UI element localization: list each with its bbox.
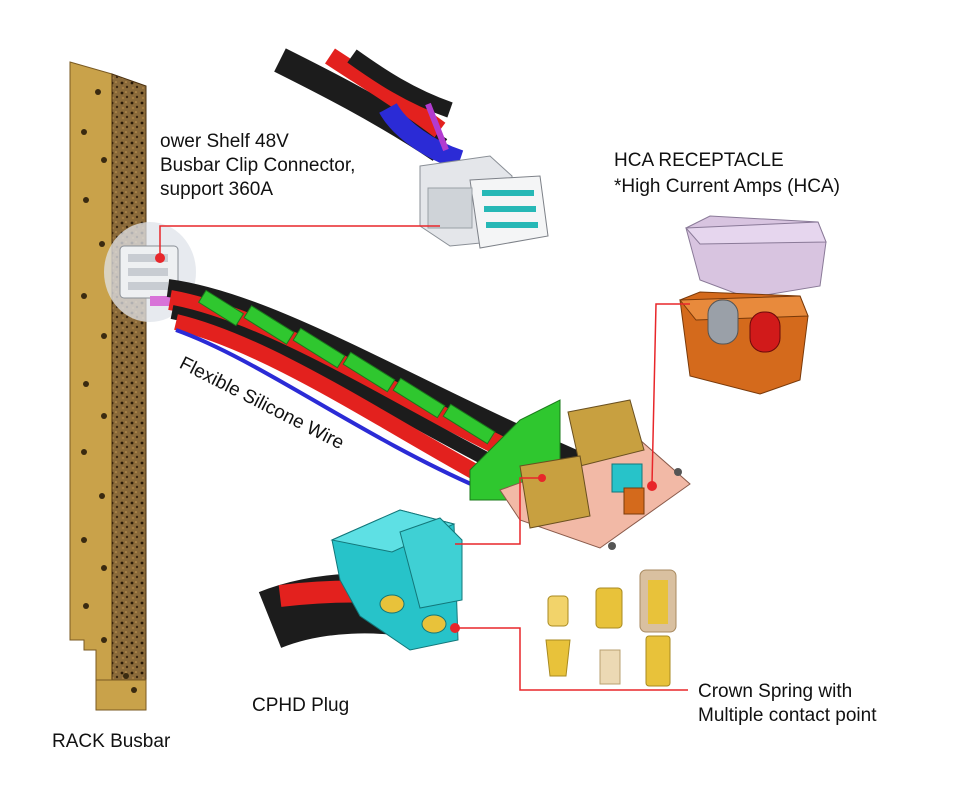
crown-spring-label: Crown Spring with Multiple contact point	[698, 680, 877, 728]
hca-receptacle	[678, 215, 827, 395]
callout-lines	[159, 225, 690, 691]
pcb-board	[499, 399, 691, 550]
power-shelf-line-1: ower Shelf 48V	[160, 131, 289, 152]
hca-line-2: *High Current Amps (HCA)	[614, 176, 840, 197]
callout-dots	[155, 253, 657, 633]
cphd-plug	[258, 509, 463, 651]
cable-harness	[166, 279, 604, 524]
power-shelf-label: ower Shelf 48V Busbar Clip Connector, su…	[160, 130, 355, 202]
power-shelf-line-3: support 360A	[160, 179, 274, 200]
power-shelf-line-2: Busbar Clip Connector,	[160, 155, 356, 176]
cphd-plug-label: CPHD Plug	[252, 695, 350, 716]
crown-spring-line-2: Multiple contact point	[698, 705, 877, 726]
crown-spring-line-1: Crown Spring with	[698, 681, 853, 702]
hca-line-1: HCA RECEPTACLE	[614, 150, 784, 171]
crown-spring-set	[545, 569, 677, 687]
power-shelf-connector-detail	[274, 48, 549, 249]
rack-busbar	[69, 61, 147, 711]
rack-busbar-label: RACK Busbar	[52, 731, 171, 752]
hca-label: HCA RECEPTACLE *High Current Amps (HCA)	[614, 148, 840, 200]
